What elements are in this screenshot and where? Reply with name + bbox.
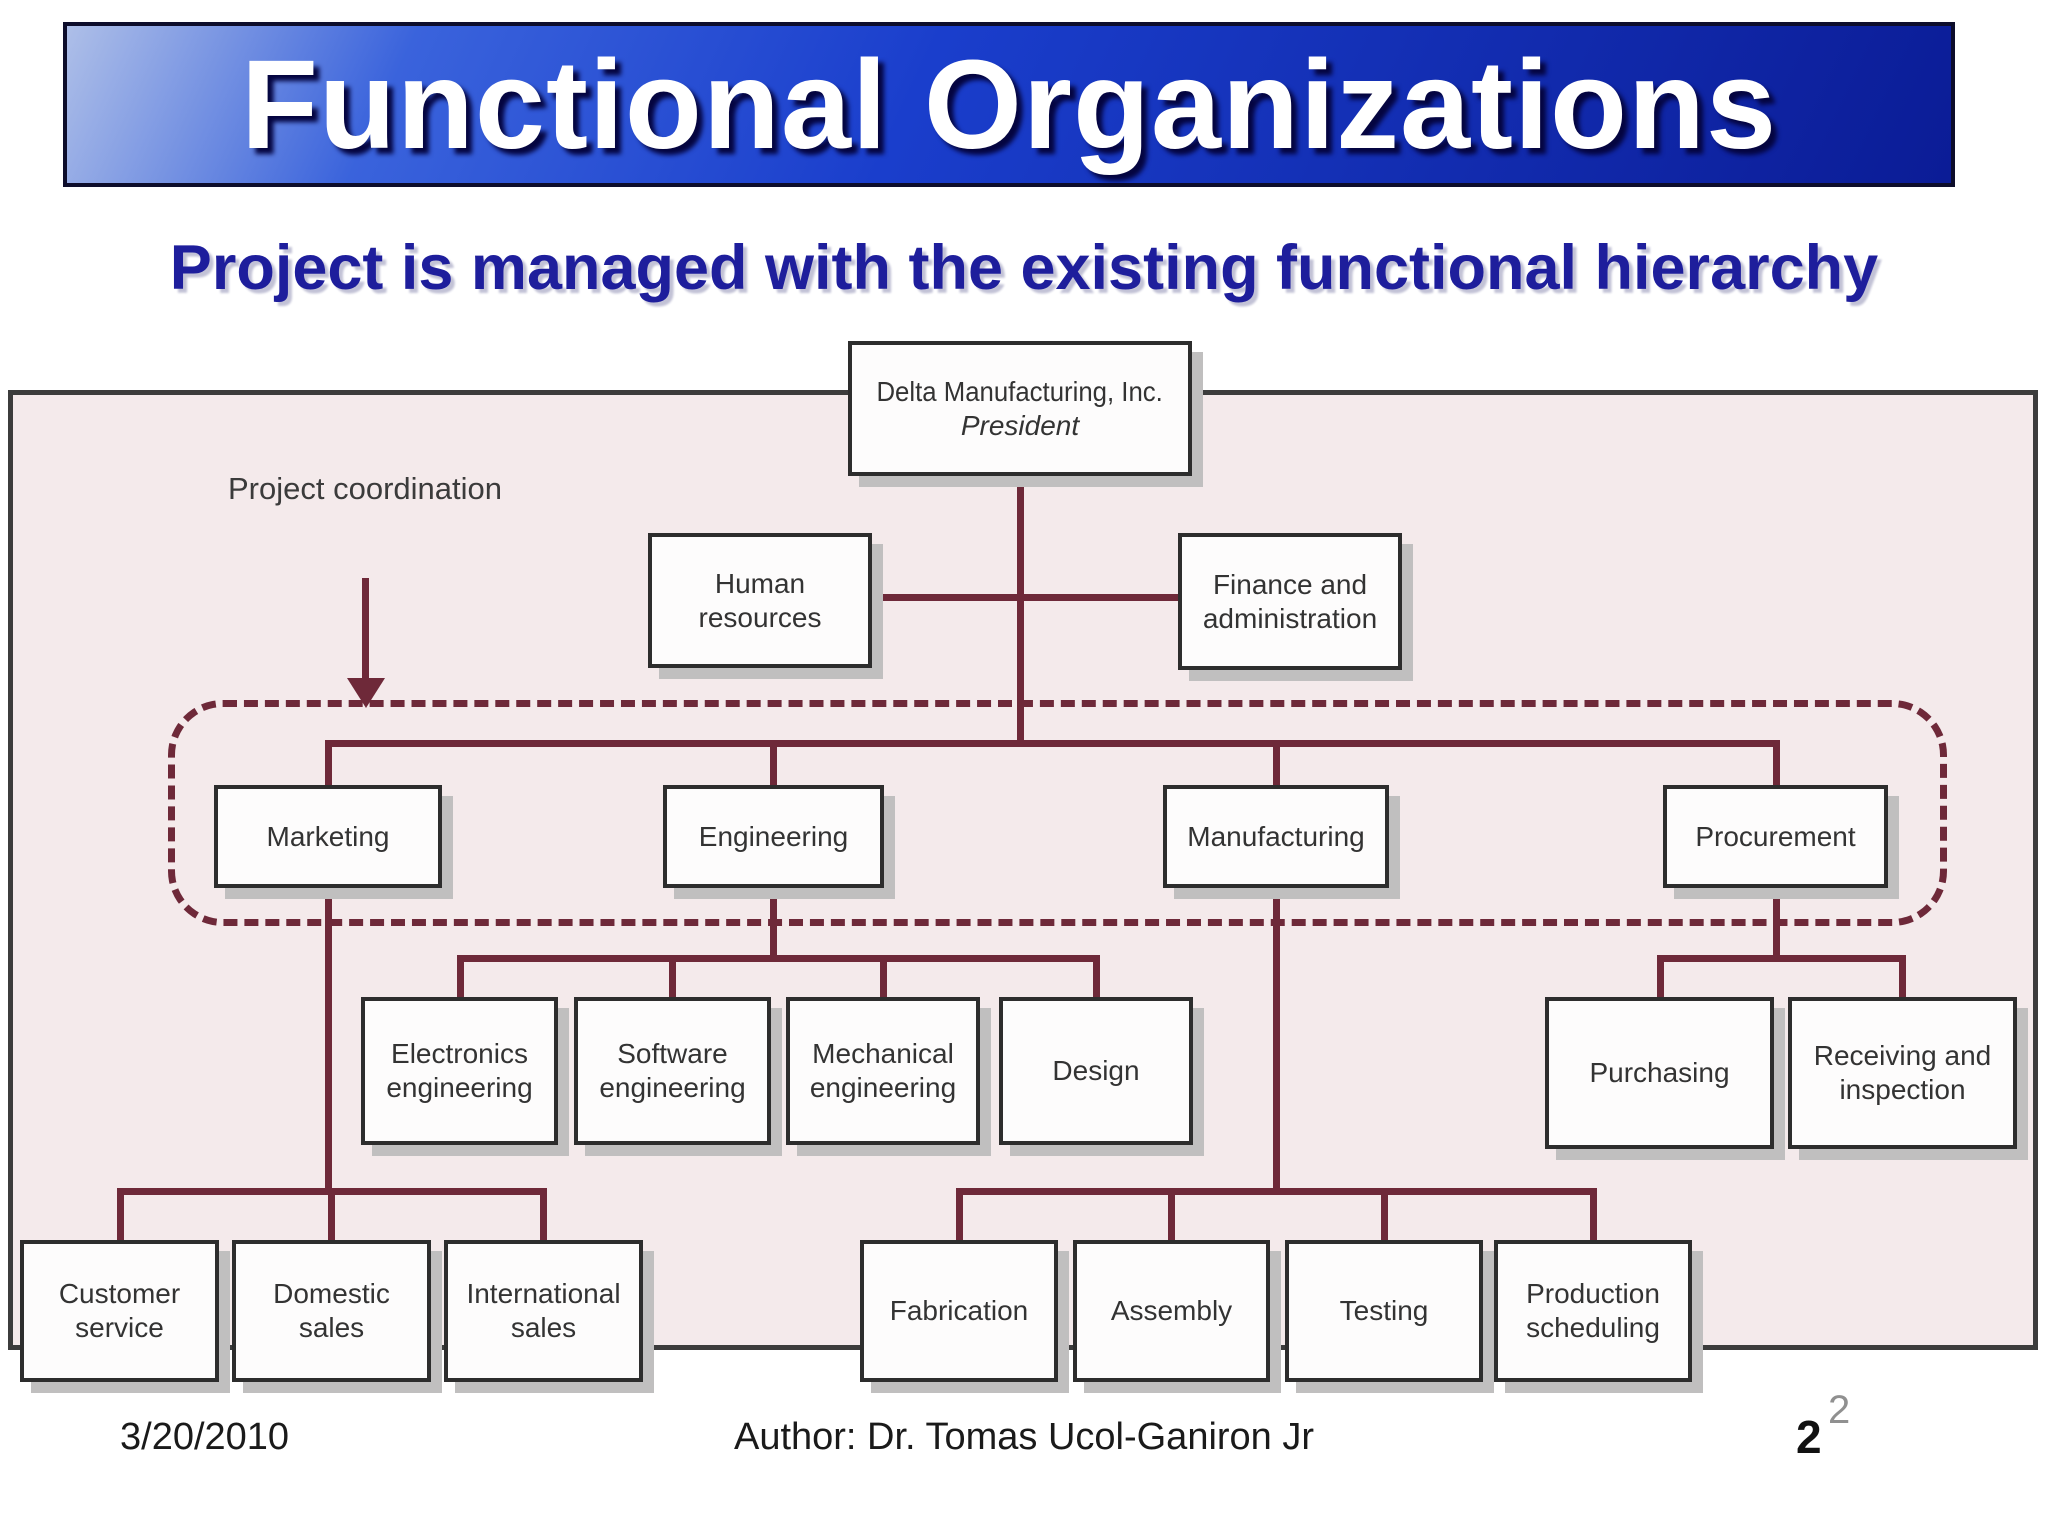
node-manufacturing: Manufacturing bbox=[1163, 785, 1389, 888]
node-domestic-sales: Domestic sales bbox=[232, 1240, 431, 1382]
connector-procurement-children-bar bbox=[1657, 955, 1906, 962]
connector-procurement-drop bbox=[1773, 747, 1780, 785]
president-company-line: Delta Manufacturing, Inc. bbox=[876, 375, 1164, 407]
connector-president-down bbox=[1017, 476, 1024, 747]
page-number-superscript: 2 bbox=[1828, 1388, 1851, 1432]
connector-receiving-drop bbox=[1899, 962, 1906, 1000]
node-marketing: Marketing bbox=[214, 785, 442, 888]
connector-engineering-children-bar bbox=[457, 955, 1100, 962]
node-international-sales: International sales bbox=[444, 1240, 643, 1382]
subtitle: Project is managed with the existing fun… bbox=[169, 233, 1879, 303]
node-purchasing: Purchasing bbox=[1545, 997, 1774, 1149]
node-design: Design bbox=[999, 997, 1193, 1145]
node-receiving-inspection: Receiving and inspection bbox=[1788, 997, 2017, 1149]
node-assembly: Assembly bbox=[1073, 1240, 1270, 1382]
connector-design-drop bbox=[1093, 962, 1100, 1000]
connector-electronics-drop bbox=[457, 962, 464, 1000]
connector-testing-drop bbox=[1381, 1195, 1388, 1240]
connector-marketing-down bbox=[325, 888, 332, 1195]
node-human-resources: Human resources bbox=[648, 533, 872, 668]
page-title: Functional Organizations bbox=[240, 34, 1778, 175]
connector-marketing-children-bar bbox=[117, 1188, 547, 1195]
connector-engineering-down bbox=[770, 888, 777, 962]
connector-international-drop bbox=[540, 1195, 547, 1240]
connector-manufacturing-drop bbox=[1273, 747, 1280, 785]
node-electronics-engineering: Electronics engineering bbox=[361, 997, 558, 1145]
node-fabrication: Fabrication bbox=[860, 1240, 1058, 1382]
connector-customer-drop bbox=[117, 1195, 124, 1240]
page-number: 2 bbox=[1796, 1411, 1822, 1463]
node-engineering: Engineering bbox=[663, 785, 884, 888]
footer-date: 3/20/2010 bbox=[120, 1416, 290, 1458]
connector-marketing-drop bbox=[325, 747, 332, 785]
connector-assembly-drop bbox=[1168, 1195, 1175, 1240]
project-coordination-arrow bbox=[362, 578, 369, 678]
node-mechanical-engineering: Mechanical engineering bbox=[786, 997, 980, 1145]
connector-production-drop bbox=[1590, 1195, 1597, 1240]
coordination-dashed-boundary bbox=[168, 700, 1947, 926]
president-role-line: President bbox=[960, 409, 1080, 441]
connector-domestic-drop bbox=[328, 1195, 335, 1240]
connector-manufacturing-down bbox=[1273, 888, 1280, 1195]
project-coordination-label: Project coordination bbox=[228, 471, 502, 506]
title-banner: Functional Organizations bbox=[63, 22, 1955, 187]
node-software-engineering: Software engineering bbox=[574, 997, 771, 1145]
arrow-head-icon bbox=[347, 678, 385, 708]
node-president: Delta Manufacturing, Inc. President bbox=[848, 341, 1192, 476]
connector-fabrication-drop bbox=[956, 1195, 963, 1240]
connector-engineering-drop bbox=[770, 747, 777, 785]
connector-manufacturing-children-bar bbox=[956, 1188, 1597, 1195]
connector-purchasing-drop bbox=[1657, 962, 1664, 1000]
connector-software-drop bbox=[669, 962, 676, 1000]
connector-level2-bar bbox=[325, 740, 1780, 747]
footer-author: Author: Dr. Tomas Ucol-Ganiron Jr bbox=[733, 1416, 1315, 1458]
connector-procurement-down bbox=[1773, 888, 1780, 962]
node-finance: Finance and administration bbox=[1178, 533, 1402, 670]
node-production-scheduling: Production scheduling bbox=[1494, 1240, 1692, 1382]
node-testing: Testing bbox=[1285, 1240, 1483, 1382]
connector-mechanical-drop bbox=[880, 962, 887, 1000]
connector-hr-finance bbox=[870, 594, 1180, 601]
node-customer-service: Customer service bbox=[20, 1240, 219, 1382]
node-procurement: Procurement bbox=[1663, 785, 1888, 888]
